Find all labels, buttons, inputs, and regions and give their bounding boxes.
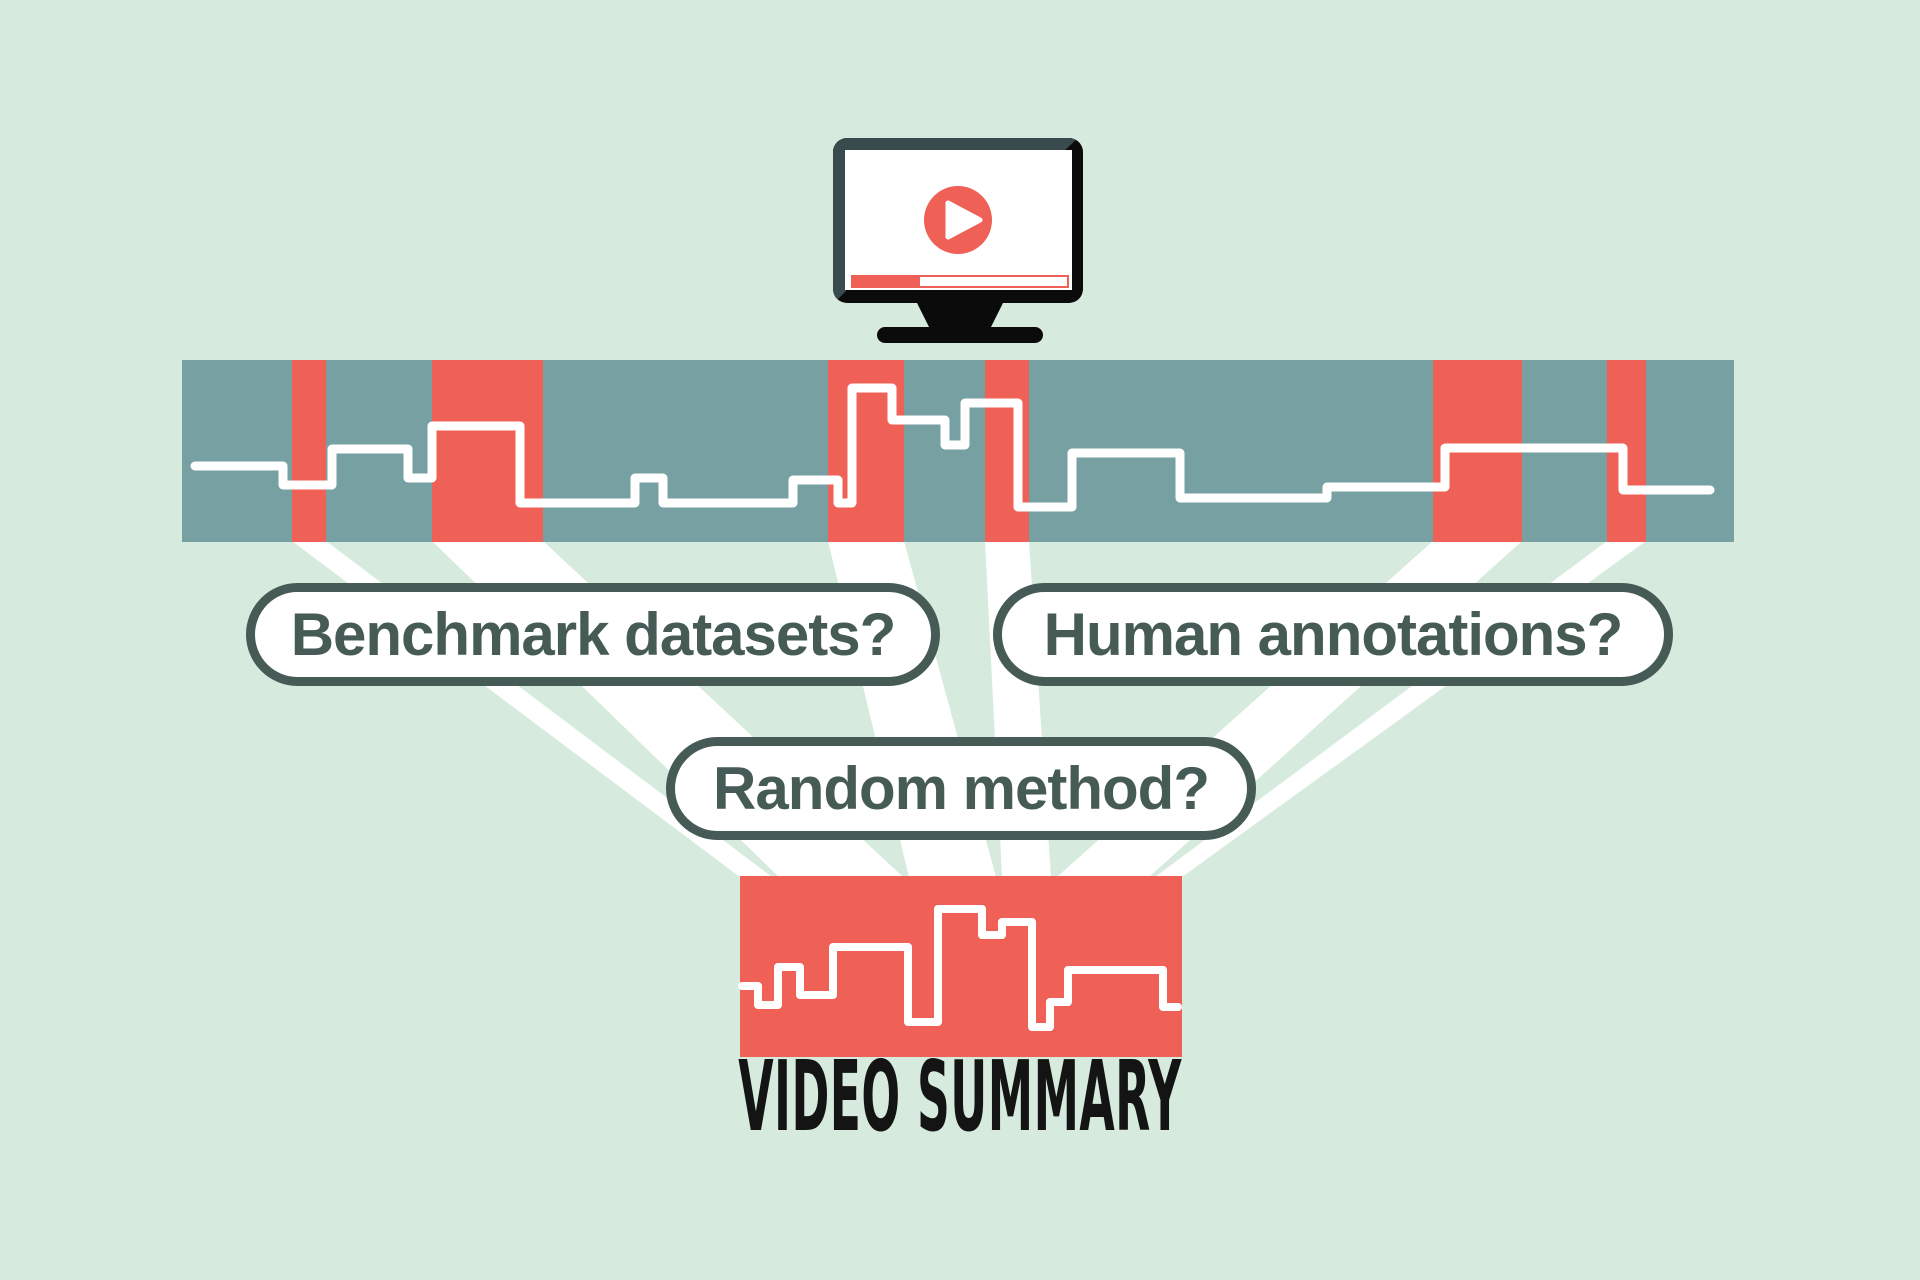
timeline-importance-waveform xyxy=(190,383,1715,512)
timeline-highlight-segment xyxy=(292,360,326,542)
question-pill-random-method: Random method? xyxy=(666,737,1256,840)
summary-box xyxy=(738,876,1182,1057)
question-pill-benchmark-datasets: Benchmark datasets? xyxy=(246,583,940,686)
video-player-monitor xyxy=(833,138,1083,343)
question-label: Random method? xyxy=(713,755,1210,822)
play-icon xyxy=(945,200,983,240)
summary-waveform xyxy=(738,905,1182,1031)
question-label: Benchmark datasets? xyxy=(290,601,897,668)
video-summary-caption: VIDEO SUMMARY xyxy=(738,1040,1182,1153)
progress-bar-fill xyxy=(852,276,920,287)
timeline-highlight-segment xyxy=(432,360,543,542)
monitor-stand-neck xyxy=(917,303,1003,327)
question-pill-human-annotations: Human annotations? xyxy=(993,583,1673,686)
monitor-stand-base xyxy=(877,327,1043,343)
video-timeline-bar xyxy=(182,360,1734,542)
question-label: Human annotations? xyxy=(1043,601,1624,668)
